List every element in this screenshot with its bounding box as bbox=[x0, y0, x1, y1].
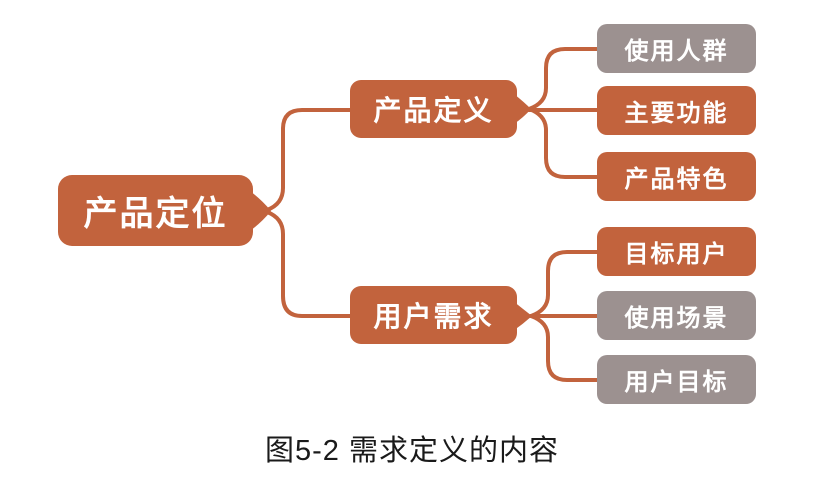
node-leaf-target-users: 目标用户 bbox=[597, 227, 756, 276]
connector-branch-1-to-leaf-2 bbox=[529, 314, 601, 382]
node-leaf-user-groups: 使用人群 bbox=[597, 24, 756, 73]
root-node-pointer bbox=[250, 191, 271, 231]
figure-caption: 图5-2 需求定义的内容 bbox=[265, 435, 559, 467]
branch-0-pointer bbox=[514, 94, 531, 124]
node-leaf-main-functions: 主要功能 bbox=[597, 86, 756, 135]
connector-branch-0-to-leaf-0 bbox=[527, 47, 601, 111]
connector-root-to-branch-0 bbox=[265, 108, 354, 212]
connector-root-to-branch-1 bbox=[265, 210, 354, 318]
connector-branch-0-to-leaf-2 bbox=[527, 107, 601, 179]
connector-branch-1-to-leaf-0 bbox=[529, 250, 601, 318]
node-branch-product-definition: 产品定义 bbox=[350, 80, 517, 138]
node-leaf-product-features: 产品特色 bbox=[597, 152, 756, 201]
branch-1-pointer bbox=[513, 301, 532, 331]
node-branch-user-needs: 用户需求 bbox=[350, 286, 517, 344]
node-root: 产品定位 bbox=[58, 175, 253, 246]
node-leaf-usage-scenarios: 使用场景 bbox=[597, 291, 756, 340]
node-leaf-user-goals: 用户目标 bbox=[597, 355, 756, 404]
